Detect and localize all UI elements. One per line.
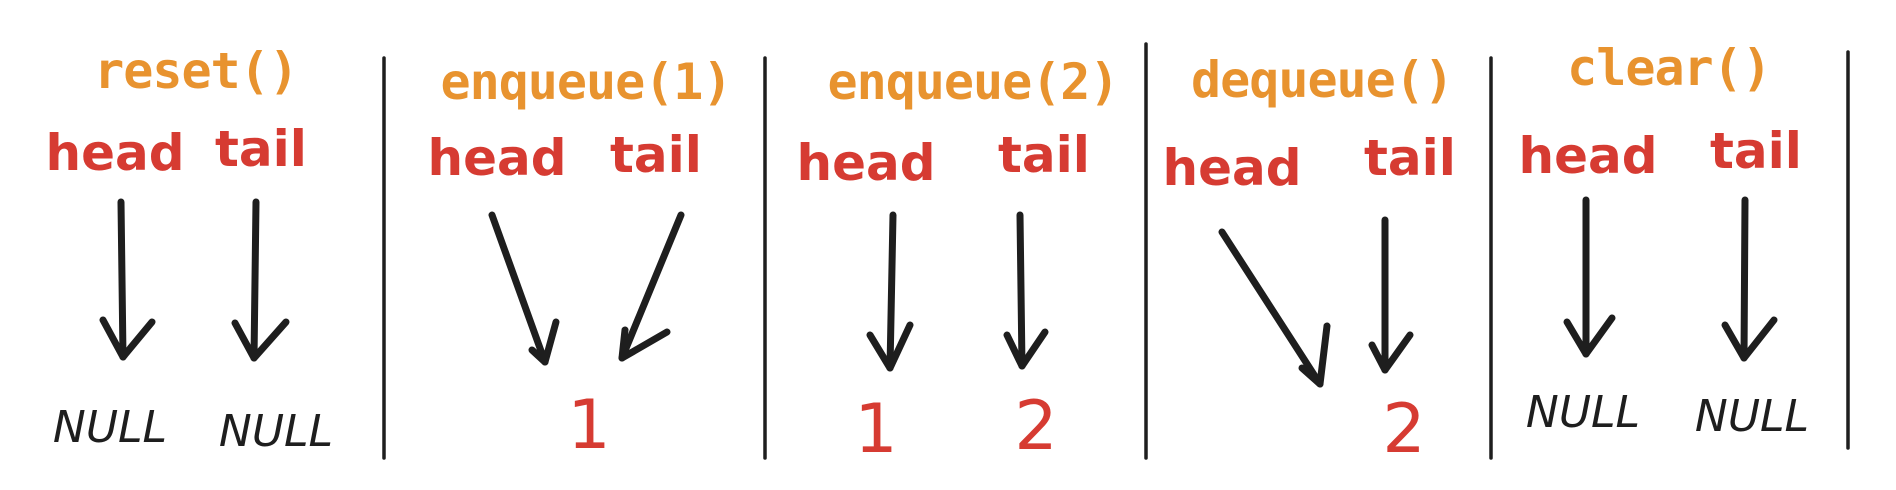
head-label: head xyxy=(427,129,566,187)
head-label: head xyxy=(1162,139,1301,197)
head-arrow xyxy=(488,211,560,366)
node-value: 1 xyxy=(854,390,897,469)
tail-arrow xyxy=(1368,216,1414,374)
head-arrow xyxy=(1563,196,1616,358)
tail-label: tail xyxy=(610,126,702,184)
operation-title: clear() xyxy=(1567,39,1771,97)
operation-title: dequeue() xyxy=(1191,51,1453,109)
panel-reset: reset() head tail NULL NULL xyxy=(45,42,333,457)
head-arrow xyxy=(1218,228,1331,388)
tail-arrow xyxy=(618,211,685,362)
head-label: head xyxy=(1518,127,1657,185)
head-label: head xyxy=(45,124,184,182)
tail-label: tail xyxy=(1364,129,1456,187)
node-value: 2 xyxy=(1382,390,1425,469)
tail-arrow xyxy=(1721,196,1778,362)
tail-label: tail xyxy=(998,126,1090,184)
head-arrow xyxy=(99,198,156,361)
panel-clear: clear() head tail NULL NULL xyxy=(1518,39,1809,442)
tail-null: NULL xyxy=(1695,391,1809,442)
panel-enqueue-1: enqueue(1) head tail 1 xyxy=(427,53,732,465)
tail-label: tail xyxy=(215,120,307,178)
head-label: head xyxy=(796,134,935,192)
tail-label: tail xyxy=(1710,122,1802,180)
panel-dequeue: dequeue() head tail 2 xyxy=(1162,51,1455,469)
tail-arrow xyxy=(1003,211,1049,370)
panel-enqueue-2: enqueue(2) head tail 1 2 xyxy=(796,53,1119,469)
tail-null: NULL xyxy=(219,406,333,457)
node-value: 2 xyxy=(1014,387,1057,466)
head-null: NULL xyxy=(1526,387,1640,438)
head-arrow xyxy=(866,211,914,372)
panel-dividers xyxy=(382,42,1850,460)
operation-title: enqueue(2) xyxy=(827,53,1118,111)
head-null: NULL xyxy=(53,402,167,453)
operation-title: enqueue(1) xyxy=(440,53,731,111)
tail-arrow xyxy=(231,198,290,362)
node-value: 1 xyxy=(567,386,610,465)
operation-title: reset() xyxy=(94,42,298,100)
